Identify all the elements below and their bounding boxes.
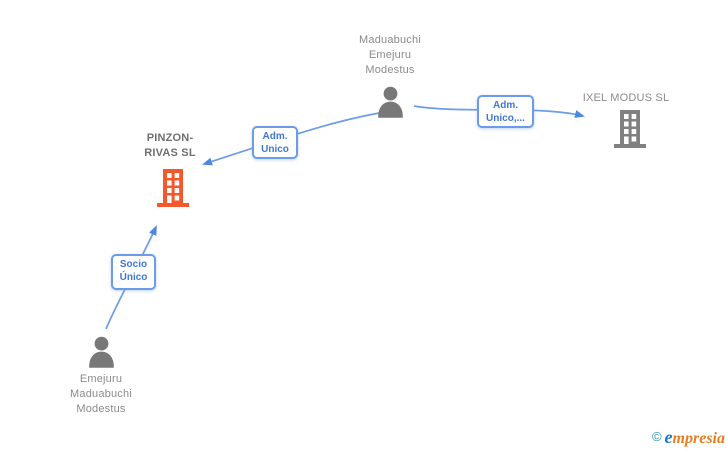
node-label-person-bottom[interactable]: Emejuru Maduabuchi Modestus bbox=[46, 372, 156, 417]
edge-label-line: Unico,... bbox=[486, 113, 525, 124]
logo-letter-e: e bbox=[664, 427, 673, 447]
person-icon bbox=[89, 336, 114, 368]
node-label-line: RIVAS SL bbox=[144, 147, 196, 159]
node-label-line: Modestus bbox=[365, 64, 415, 76]
node-company-ixel[interactable] bbox=[613, 110, 647, 153]
node-label-line: Modestus bbox=[76, 403, 126, 415]
edge-label-line: Único bbox=[119, 272, 148, 283]
node-label-line: Maduabuchi bbox=[70, 388, 132, 400]
node-person-top[interactable] bbox=[375, 86, 406, 125]
node-label-line: Maduabuchi bbox=[359, 34, 421, 46]
node-label-line: PINZON- bbox=[146, 132, 194, 144]
node-label-company-pinzon[interactable]: PINZON- RIVAS SL bbox=[128, 131, 212, 161]
node-company-pinzon[interactable] bbox=[156, 169, 190, 212]
building-icon bbox=[157, 169, 189, 207]
copyright-icon: © bbox=[651, 429, 662, 444]
edge-label-line: Adm. bbox=[262, 131, 288, 142]
edge-label-socio-unico: Socio Único bbox=[111, 254, 156, 290]
edge-label-adm-unico-dots: Adm. Unico,... bbox=[477, 95, 534, 128]
edge-label-adm-unico: Adm. Unico bbox=[252, 126, 298, 159]
building-icon bbox=[614, 110, 646, 148]
edge-label-line: Adm. bbox=[493, 100, 518, 111]
node-label-line: Emejuru bbox=[79, 373, 123, 385]
node-label-company-ixel[interactable]: IXEL MODUS SL bbox=[582, 92, 670, 104]
person-icon bbox=[378, 86, 403, 118]
node-label-line: Emejuru bbox=[368, 49, 412, 61]
node-person-bottom[interactable] bbox=[86, 336, 117, 375]
edge-label-line: Unico bbox=[261, 144, 289, 155]
empresia-logo[interactable]: ©empresia bbox=[652, 427, 725, 448]
logo-text: mpresia bbox=[672, 430, 725, 447]
node-label-person-top[interactable]: Maduabuchi Emejuru Modestus bbox=[328, 33, 452, 78]
edge-label-line: Socio bbox=[119, 259, 148, 270]
